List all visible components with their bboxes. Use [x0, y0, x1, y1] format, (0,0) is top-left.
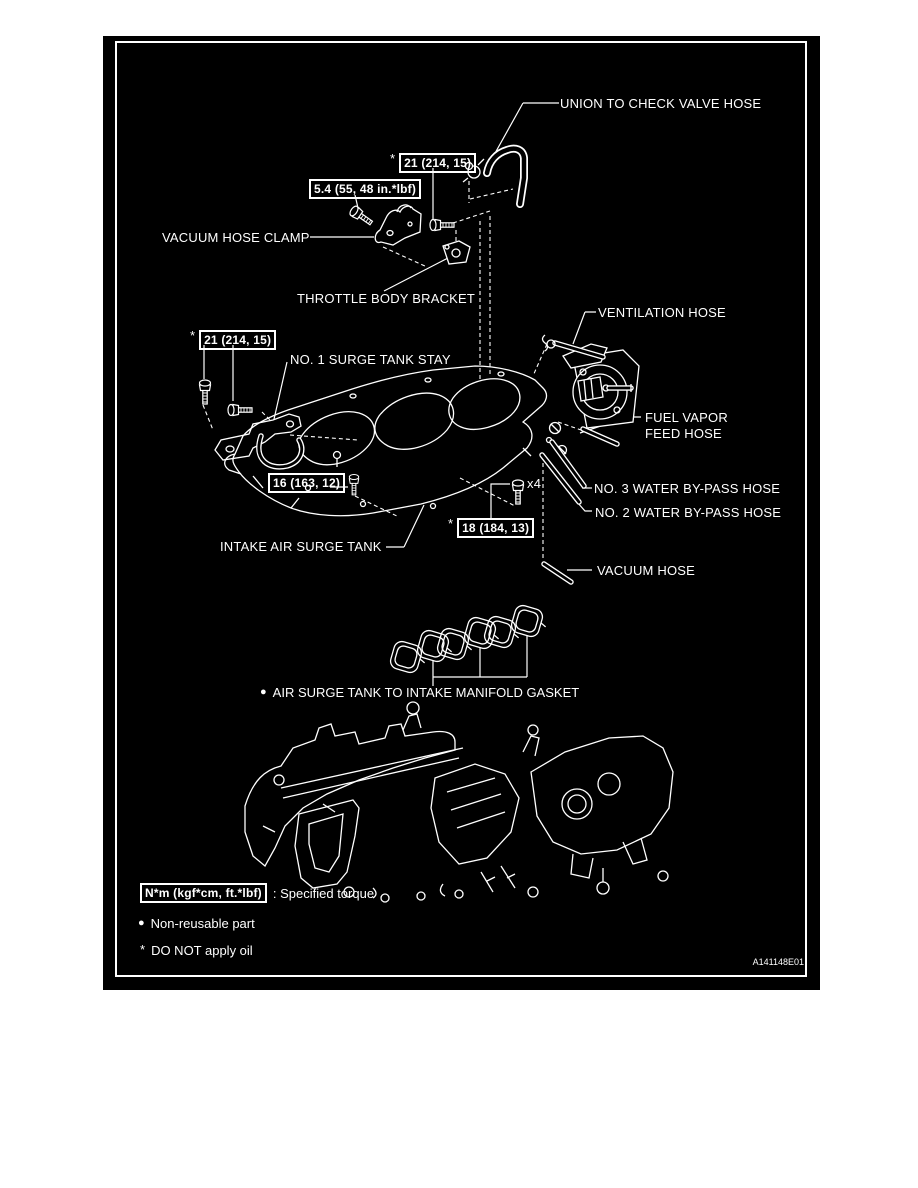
label-union-to-check-valve-hose: UNION TO CHECK VALVE HOSE	[560, 96, 762, 111]
label-x4: x4	[527, 476, 542, 491]
bolt-icon	[227, 403, 253, 417]
vsv-connector-drawing	[577, 376, 634, 402]
engine-drawing	[244, 701, 674, 903]
torque-21-left: * 21 (214, 15)	[190, 328, 277, 350]
gaskets-drawing	[389, 604, 550, 676]
water-bypass-hoses-drawing	[539, 439, 587, 505]
dashed-lines	[202, 181, 582, 560]
figure-id: A141148E01	[752, 957, 804, 967]
label-no1-surge-tank-stay: NO. 1 SURGE TANK STAY	[290, 352, 451, 367]
asterisk: *	[448, 516, 454, 531]
vacuum-hose-drawing	[541, 561, 574, 585]
asterisk: *	[140, 942, 146, 957]
label-fuel-vapor-feed-hose: FUEL VAPOR FEED HOSE	[645, 410, 728, 443]
fuel-vapor-hose-drawing	[545, 421, 620, 456]
union-hose-drawing	[462, 144, 528, 208]
torque-value-box: 18 (184, 13)	[457, 518, 535, 538]
torque-value-box: 21 (214, 15)	[199, 330, 277, 350]
bolt-icon	[511, 479, 525, 505]
legend-specified-torque: N*m (kgf*cm, ft.*lbf) : Specified torque	[140, 883, 374, 903]
throttle-body-drawing	[562, 343, 640, 429]
label-vacuum-hose: VACUUM HOSE	[597, 563, 696, 578]
bolt-icon	[348, 473, 360, 496]
torque-54: 5.4 (55, 48 in.*lbf)	[309, 179, 422, 199]
ventilation-hose-drawing	[541, 334, 606, 360]
bolt-icon	[347, 204, 375, 229]
surge-tank-drawing	[224, 365, 548, 517]
non-reusable-bullet-icon: ●	[260, 686, 267, 698]
asterisk: *	[390, 151, 396, 166]
label-line: FEED HOSE	[645, 426, 722, 442]
torque-value-box: 5.4 (55, 48 in.*lbf)	[309, 179, 422, 199]
torque-unit-box: N*m (kgf*cm, ft.*lbf)	[140, 883, 267, 903]
legend-text: DO NOT apply oil	[151, 943, 253, 958]
torque-21-top: * 21 (214, 15)	[390, 151, 477, 173]
bolt-icon	[198, 379, 212, 405]
legend-non-reusable: ● Non-reusable part	[138, 916, 255, 931]
label-intake-air-surge-tank: INTAKE AIR SURGE TANK	[220, 539, 382, 554]
torque-16: 16 (163, 12)	[268, 473, 346, 493]
non-reusable-bullet-icon: ●	[138, 917, 145, 929]
hose-clamp-icon	[541, 334, 549, 352]
legend-text: : Specified torque	[272, 885, 375, 901]
legend-do-not-apply-oil: * DO NOT apply oil	[140, 943, 253, 958]
torque-18: * 18 (184, 13)	[448, 516, 535, 538]
torque-value-box: 16 (163, 12)	[268, 473, 346, 493]
label-vacuum-hose-clamp: VACUUM HOSE CLAMP	[162, 230, 310, 245]
label-no3-water-bypass-hose: NO. 3 WATER BY-PASS HOSE	[594, 481, 781, 496]
label-throttle-body-bracket: THROTTLE BODY BRACKET	[297, 291, 476, 306]
legend-text: Non-reusable part	[150, 916, 255, 931]
label-gasket: ● AIR SURGE TANK TO INTAKE MANIFOLD GASK…	[260, 685, 579, 700]
asterisk: *	[190, 328, 196, 343]
label-line: FUEL VAPOR	[645, 410, 728, 425]
torque-value-box: 21 (214, 15)	[399, 153, 477, 173]
diagram-line-art	[198, 102, 674, 903]
label-text: AIR SURGE TANK TO INTAKE MANIFOLD GASKET	[272, 685, 580, 700]
diagram-panel: UNION TO CHECK VALVE HOSE * 21 (214, 15)…	[103, 36, 820, 990]
label-ventilation-hose: VENTILATION HOSE	[598, 305, 726, 320]
bolt-icon	[429, 218, 455, 232]
vacuum-hose-clamp-drawing	[374, 204, 422, 246]
label-no2-water-bypass-hose: NO. 2 WATER BY-PASS HOSE	[595, 505, 782, 520]
throttle-body-bracket-drawing	[442, 240, 471, 265]
